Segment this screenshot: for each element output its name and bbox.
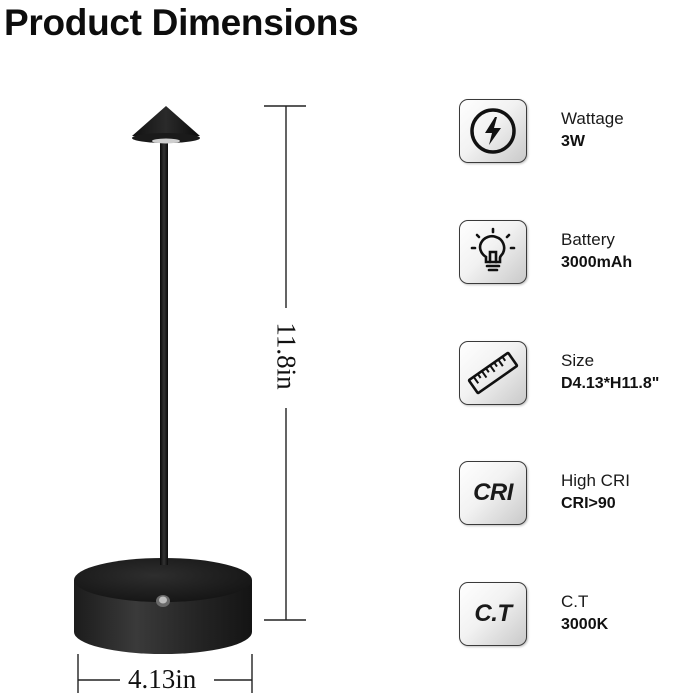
light-bulb-icon	[459, 220, 527, 284]
spec-size: Size D4.13*H11.8"	[459, 341, 669, 405]
width-label: 4.13in	[128, 664, 197, 694]
ct-icon-text: C.T	[474, 600, 512, 627]
page-title: Product Dimensions	[4, 2, 359, 43]
height-dimension-line	[264, 105, 306, 621]
lamp-base	[74, 558, 252, 654]
width-dimension-line	[77, 654, 253, 693]
lamp-stem	[160, 140, 168, 565]
lightning-bolt-icon	[459, 99, 527, 163]
cri-text-icon: CRI	[459, 461, 527, 525]
spec-label: Size	[561, 351, 595, 370]
spec-battery: Battery 3000mAh	[459, 220, 669, 284]
spec-wattage: Wattage 3W	[459, 99, 669, 163]
spec-cri: CRI High CRI CRI>90	[459, 461, 669, 525]
spec-label: Battery	[561, 230, 615, 249]
ruler-icon	[459, 341, 527, 405]
spec-label: High CRI	[561, 471, 630, 490]
spec-value: D4.13*H11.8"	[561, 375, 660, 392]
height-label: 11.8in	[271, 322, 302, 390]
cri-icon-text: CRI	[473, 479, 513, 506]
spec-value: 3000mAh	[561, 254, 633, 271]
lamp-shade	[132, 106, 200, 144]
spec-value: 3000K	[561, 616, 609, 633]
spec-value: 3W	[561, 133, 585, 150]
spec-label: Wattage	[561, 109, 624, 128]
spec-color-temperature: C.T C.T 3000K	[459, 582, 669, 646]
spec-label: C.T	[561, 592, 589, 611]
spec-value: CRI>90	[561, 495, 616, 512]
ct-text-icon: C.T	[459, 582, 527, 646]
